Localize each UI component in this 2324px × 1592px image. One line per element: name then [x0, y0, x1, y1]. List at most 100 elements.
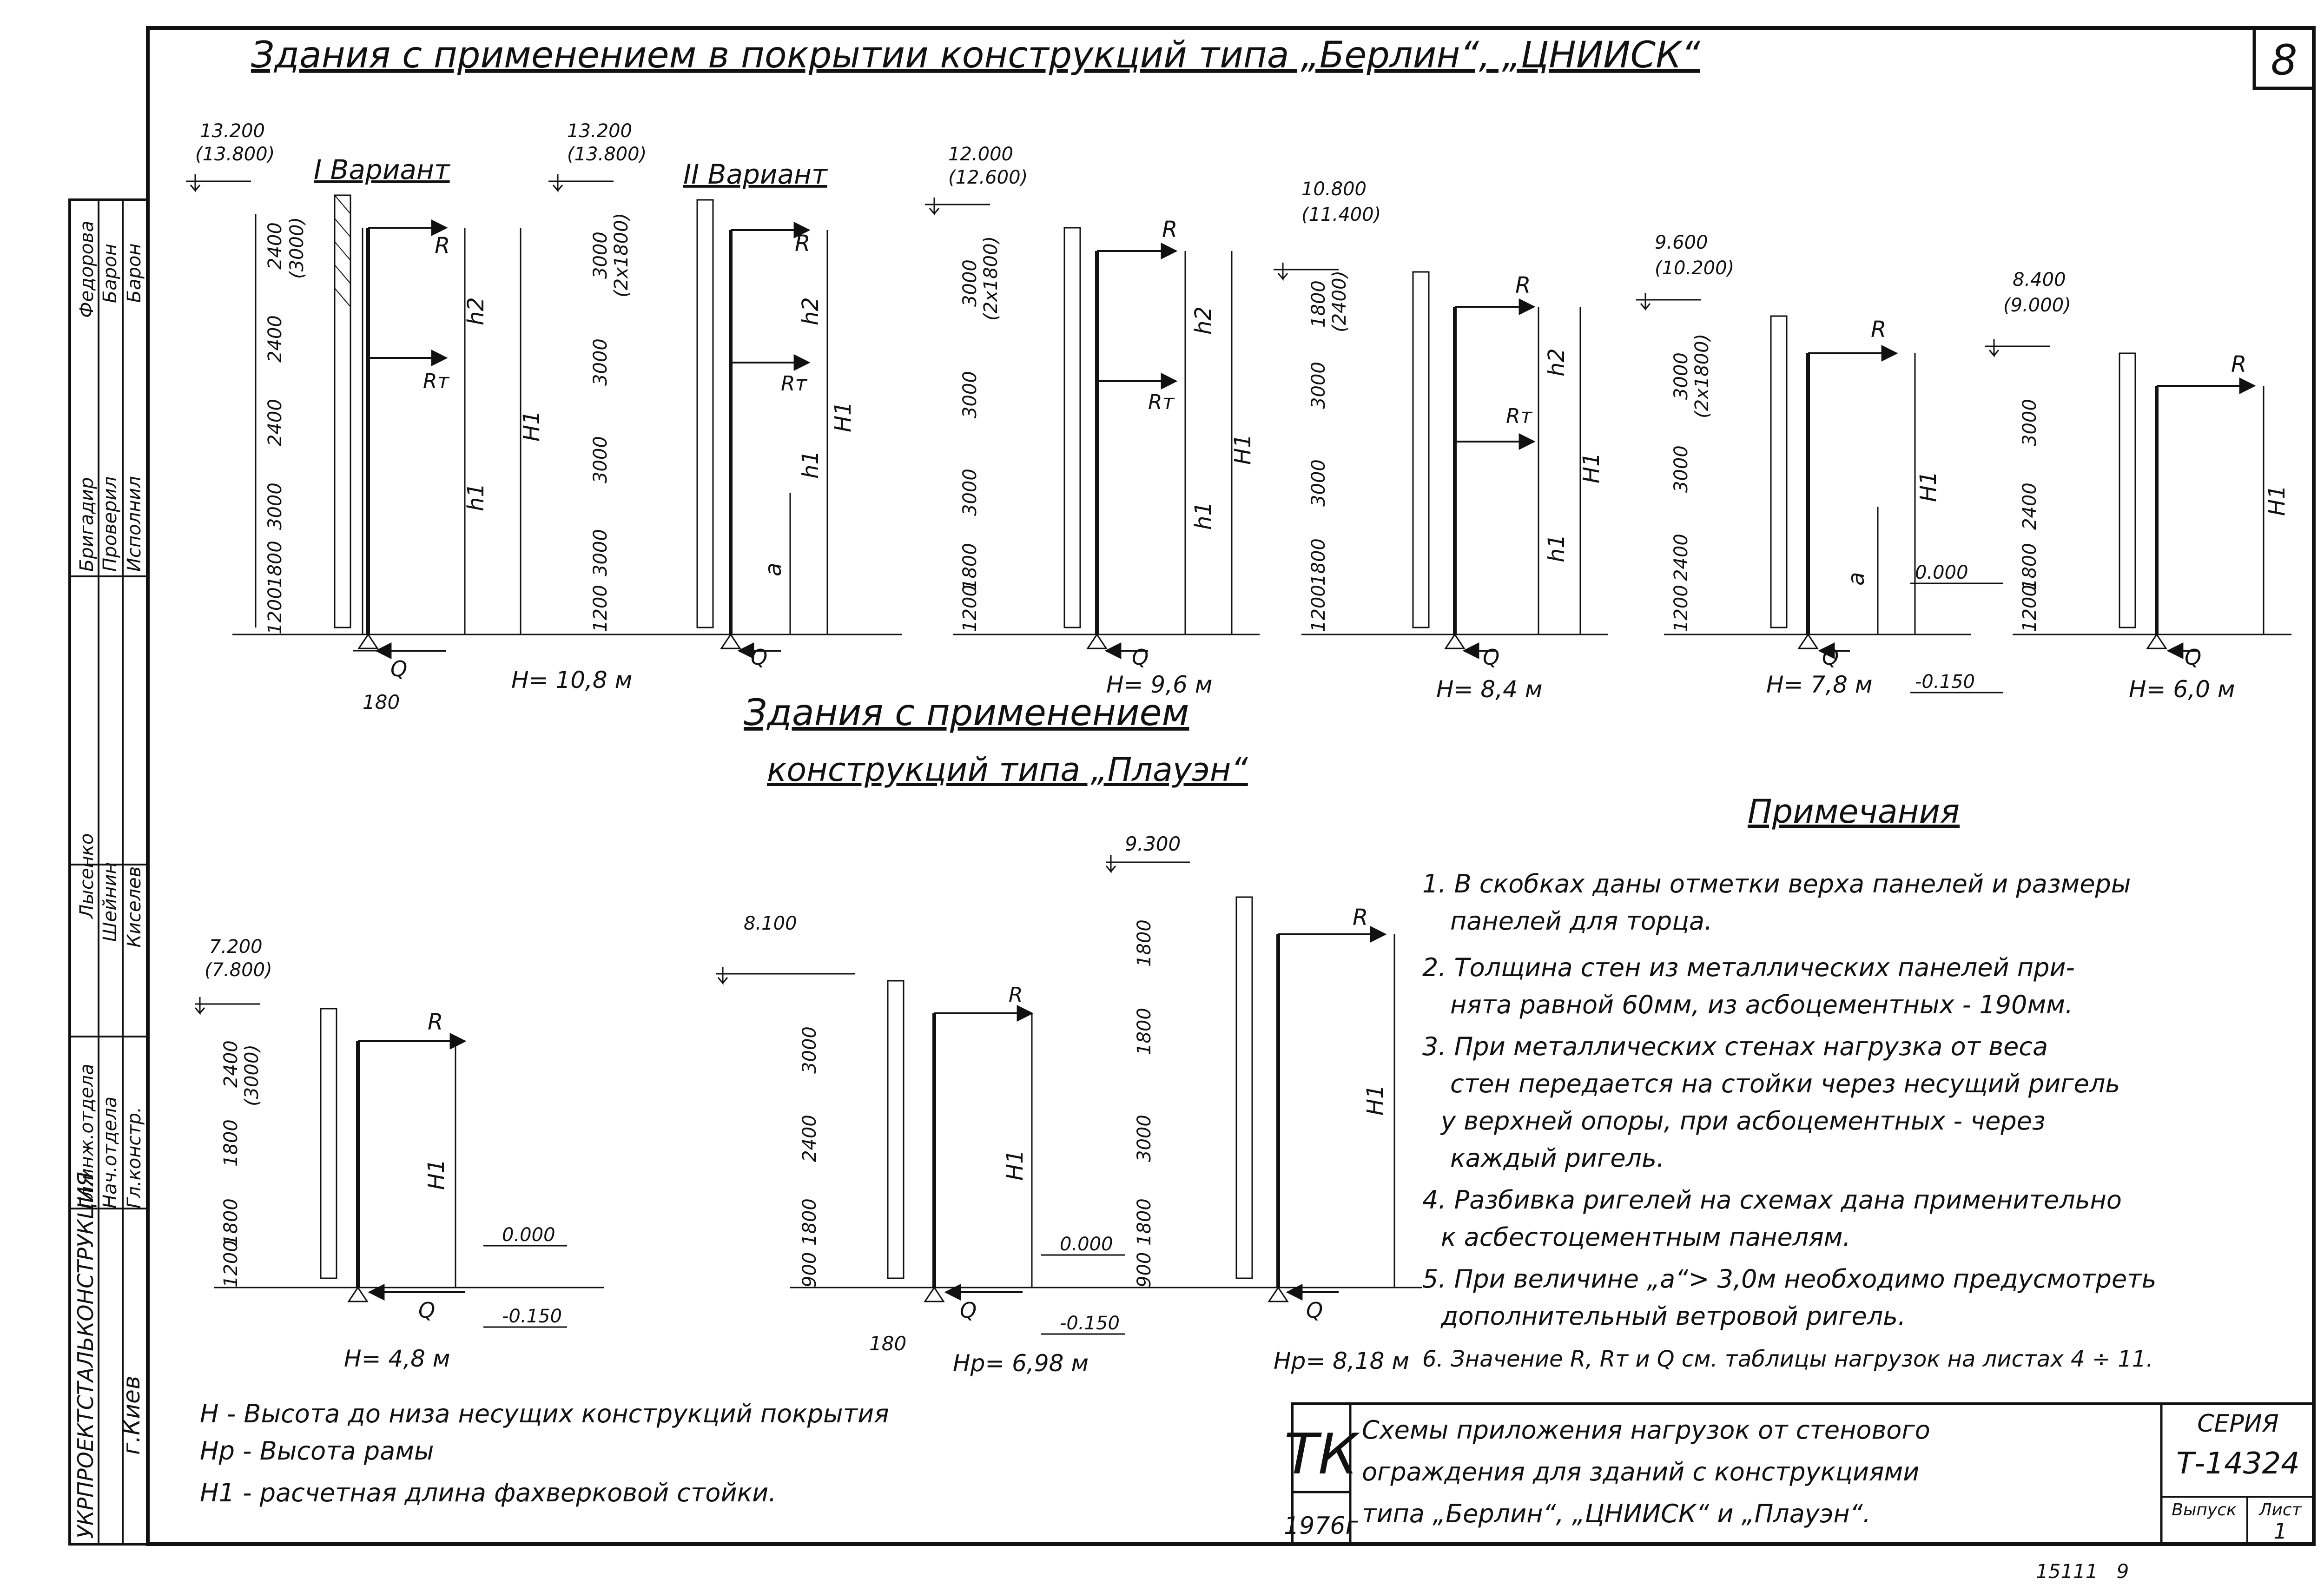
- dim: 1800: [220, 1119, 242, 1167]
- note-line: 5. При величине „а“> 3,0м необходимо пре…: [1422, 1264, 2156, 1294]
- scheme-height: H= 8,4 м: [1436, 676, 1543, 703]
- label-h1: h1: [1190, 502, 1216, 530]
- dim: 1200: [1308, 585, 1329, 632]
- sheet-label: Лист: [2258, 1500, 2302, 1519]
- scheme-4: 10.800 (11.400) R Rт 1800 (2400) 3000 30…: [1274, 178, 1608, 703]
- label-R: R: [428, 1009, 443, 1035]
- label-H1: H1: [1230, 434, 1256, 465]
- legend: H - Высота до низа несущих конструкций п…: [200, 1399, 889, 1507]
- elev: 9.300: [1125, 832, 1181, 855]
- elev: 10.800: [1301, 178, 1367, 200]
- note-line: панелей для торца.: [1450, 906, 1712, 936]
- label-RT: Rт: [1148, 390, 1175, 414]
- label-R: R: [1353, 905, 1368, 931]
- elev-alt: (11.400): [1301, 204, 1381, 225]
- stamp-title-2: ограждения для зданий с конструкциями: [1362, 1457, 1919, 1486]
- stamp-title-3: типа „Берлин“, „ЦНИИСК“ и „Плауэн“.: [1362, 1499, 1871, 1528]
- scheme-3: 12.000 (12.600) R Rт 3000 (2х1800) 3000 …: [925, 144, 1260, 698]
- label-R: R: [2231, 351, 2246, 377]
- dim-alt: (2400): [1329, 271, 1350, 332]
- dim: 2400: [2019, 482, 2040, 530]
- dim: 1800: [1134, 1008, 1155, 1055]
- elev: 8.400: [2013, 269, 2066, 291]
- scheme-1: 13.200 (13.800) I Вариант R Rт 2400 (300…: [186, 120, 651, 713]
- sheet-number: 8: [2271, 36, 2297, 85]
- stamp-tk: ТК: [1284, 1422, 1360, 1487]
- label-Q: Q: [1822, 645, 1839, 670]
- label-H1: H1: [1915, 471, 1941, 502]
- scheme-height: H= 4,8 м: [344, 1345, 450, 1372]
- dim: 3000: [590, 338, 611, 386]
- dim: 1800: [2019, 543, 2040, 590]
- side-row-4: Бригадир Федорова: [76, 221, 98, 572]
- dim: 1200: [264, 587, 286, 634]
- dim: 3000: [959, 469, 981, 516]
- label-H1: H1: [830, 401, 856, 432]
- legend-line: Hp - Высота рамы: [200, 1436, 434, 1466]
- label-H1: H1: [1002, 1149, 1028, 1181]
- elev: 13.200: [200, 120, 265, 142]
- label-R: R: [1162, 217, 1177, 243]
- scheme-height: Hp= 8,18 м: [1274, 1348, 1409, 1374]
- label-h2: h2: [1190, 306, 1216, 335]
- label-RT: Rт: [423, 370, 450, 393]
- note-line: 6. Значение R, Rт и Q см. таблицы нагруз…: [1422, 1346, 2153, 1372]
- dim: 1800: [220, 1198, 242, 1246]
- dim: 1200: [959, 585, 981, 632]
- note-line: у верхней опоры, при асбоцементных - чер…: [1440, 1106, 2046, 1136]
- label-RT: Rт: [781, 372, 808, 396]
- dim-alt: (3000): [286, 217, 308, 279]
- scheme-height: H= 10,8 м: [511, 667, 632, 694]
- stamp-year: 1976г: [1284, 1512, 1358, 1540]
- note-line: дополнительный ветровой ригель.: [1440, 1301, 1906, 1331]
- label-a: a: [760, 563, 786, 576]
- dim: 3000: [2019, 399, 2040, 446]
- label-h1: h1: [1544, 534, 1570, 562]
- scheme-height: Hp= 6,98 м: [953, 1350, 1089, 1377]
- label-RT: Rт: [1506, 404, 1533, 428]
- dim: 900: [1134, 1252, 1155, 1288]
- side-row-2: Нач.отдела Шейнин: [99, 862, 121, 1209]
- level-minus: -0.150: [502, 1306, 562, 1327]
- elev: 7.200: [209, 936, 263, 958]
- scheme-height: H= 7,8 м: [1766, 671, 1873, 698]
- dim: 3000: [959, 371, 981, 418]
- legend-line: H1 - расчетная длина фахверковой стойки.: [200, 1478, 776, 1507]
- note-line: 2. Толщина стен из металлических панелей…: [1422, 953, 2075, 982]
- note-line: 4. Разбивка ригелей на схемах дана приме…: [1422, 1185, 2122, 1215]
- dim: 1200: [590, 585, 611, 632]
- dim: 1200: [220, 1240, 242, 1288]
- label-h2: h2: [463, 297, 489, 325]
- label-R: R: [435, 233, 450, 259]
- dim: 1800: [1134, 1198, 1155, 1246]
- dim: 3000: [590, 231, 611, 279]
- label-R: R: [795, 231, 810, 257]
- dim: 3000: [590, 529, 611, 576]
- label-H1: H1: [1578, 452, 1604, 483]
- note-line: нята равной 60мм, из асбоцементных - 190…: [1450, 990, 2073, 1019]
- dim-alt: (2х1800): [1691, 334, 1713, 418]
- dim: 1800: [799, 1198, 820, 1246]
- label-a: a: [1843, 572, 1869, 586]
- label-R: R: [1515, 272, 1531, 298]
- base-dim: 180: [869, 1332, 906, 1355]
- notes-title: Примечания: [1748, 793, 1960, 831]
- dim-alt: (3000): [241, 1044, 263, 1106]
- label-R: R: [1009, 983, 1023, 1007]
- label-h1: h1: [463, 483, 489, 511]
- label-Q: Q: [1483, 645, 1499, 670]
- scheme-2: 13.200 (13.800) II Вариант R Rт 3000 (2х…: [548, 120, 902, 670]
- side-row-6: Исполнил Барон: [124, 243, 145, 572]
- series-value: Т-14324: [2176, 1447, 2300, 1481]
- dim: 1800: [1134, 919, 1155, 967]
- label-Q: Q: [960, 1298, 977, 1323]
- scheme-8: 8.100 R 3000 2400 1800 900 H1 Q 180 Hp= …: [716, 913, 1134, 1377]
- elev-alt: (9.000): [2003, 295, 2071, 316]
- note-line: 1. В скобках даны отметки верха панелей …: [1422, 869, 2131, 898]
- dim-alt: (2х1800): [980, 236, 1002, 321]
- top-title: Здания с применением в покрытии конструк…: [251, 34, 1700, 76]
- label-R: R: [1871, 317, 1886, 343]
- dim: 1800: [1308, 280, 1329, 328]
- dim: 1200: [2019, 585, 2040, 632]
